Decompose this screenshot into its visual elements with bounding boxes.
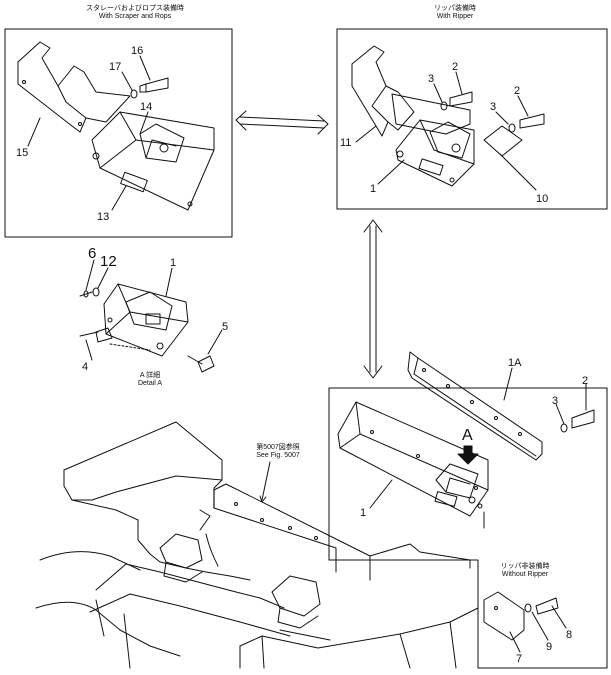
detail-a-drawing — [79, 259, 223, 373]
callout-11: 11 — [340, 137, 351, 149]
callout-2: 2 — [514, 85, 520, 97]
callout-14: 14 — [140, 101, 152, 113]
scraper-panel-drawing — [17, 41, 215, 211]
caption-ripper: リッパ装備時 With Ripper — [400, 5, 510, 21]
callout-16: 16 — [131, 45, 143, 57]
callout-3: 3 — [552, 395, 558, 407]
callout-17: 17 — [109, 61, 121, 73]
callout-3: 3 — [428, 73, 434, 85]
callout-1: 1 — [170, 257, 176, 269]
caption-ripper-en: With Ripper — [436, 13, 474, 20]
caption-ripper-jp: リッパ装備時 — [434, 5, 476, 12]
callout-3: 3 — [490, 101, 496, 113]
callout-12: 12 — [100, 253, 117, 270]
callout-a: A — [462, 427, 473, 444]
caption-see-fig-jp: 第5007図参照 — [256, 444, 300, 451]
callout-2: 2 — [452, 61, 458, 73]
caption-without-ripper: リッパ非装備時 Without Ripper — [480, 563, 570, 579]
callout-labels: 16 17 14 15 13 3 2 3 2 11 1 10 6 12 1 5 … — [16, 45, 588, 665]
callout-8: 8 — [566, 629, 572, 641]
callout-2: 2 — [582, 375, 588, 387]
callout-4: 4 — [82, 361, 88, 373]
without-ripper-panel-frame — [328, 387, 608, 669]
caption-see-fig-en: See Fig. 5007 — [256, 452, 300, 459]
callout-13: 13 — [97, 211, 109, 223]
callout-1: 1 — [360, 507, 366, 519]
callout-6: 6 — [88, 245, 96, 262]
horizontal-double-arrow — [235, 110, 329, 135]
callout-10: 10 — [536, 193, 548, 205]
callout-15: 15 — [16, 147, 28, 159]
vertical-double-arrow — [363, 219, 383, 379]
ripper-panel-drawing — [351, 45, 545, 191]
callout-9: 9 — [546, 641, 552, 653]
without-ripper-drawing — [337, 351, 595, 653]
caption-detail-a-jp: A 詳細 — [139, 372, 161, 379]
caption-scraper: スタレーバおよびロプス装備時 With Scraper and Rops — [55, 5, 215, 21]
tractor-body-drawing — [35, 421, 479, 669]
caption-without-ripper-en: Without Ripper — [501, 571, 549, 578]
callout-1a: 1A — [508, 357, 522, 369]
scraper-panel-frame — [4, 28, 233, 238]
caption-scraper-en: With Scraper and Rops — [98, 13, 172, 20]
callout-5: 5 — [222, 321, 228, 333]
caption-detail-a: A 詳細 Detail A — [120, 372, 180, 388]
caption-detail-a-en: Detail A — [137, 380, 163, 387]
caption-see-fig: 第5007図参照 See Fig. 5007 — [238, 444, 318, 460]
ripper-panel-frame — [336, 28, 608, 210]
caption-scraper-jp: スタレーバおよびロプス装備時 — [86, 5, 184, 12]
callout-7: 7 — [516, 653, 522, 665]
callout-1: 1 — [370, 183, 376, 195]
caption-without-ripper-jp: リッパ非装備時 — [500, 563, 550, 570]
